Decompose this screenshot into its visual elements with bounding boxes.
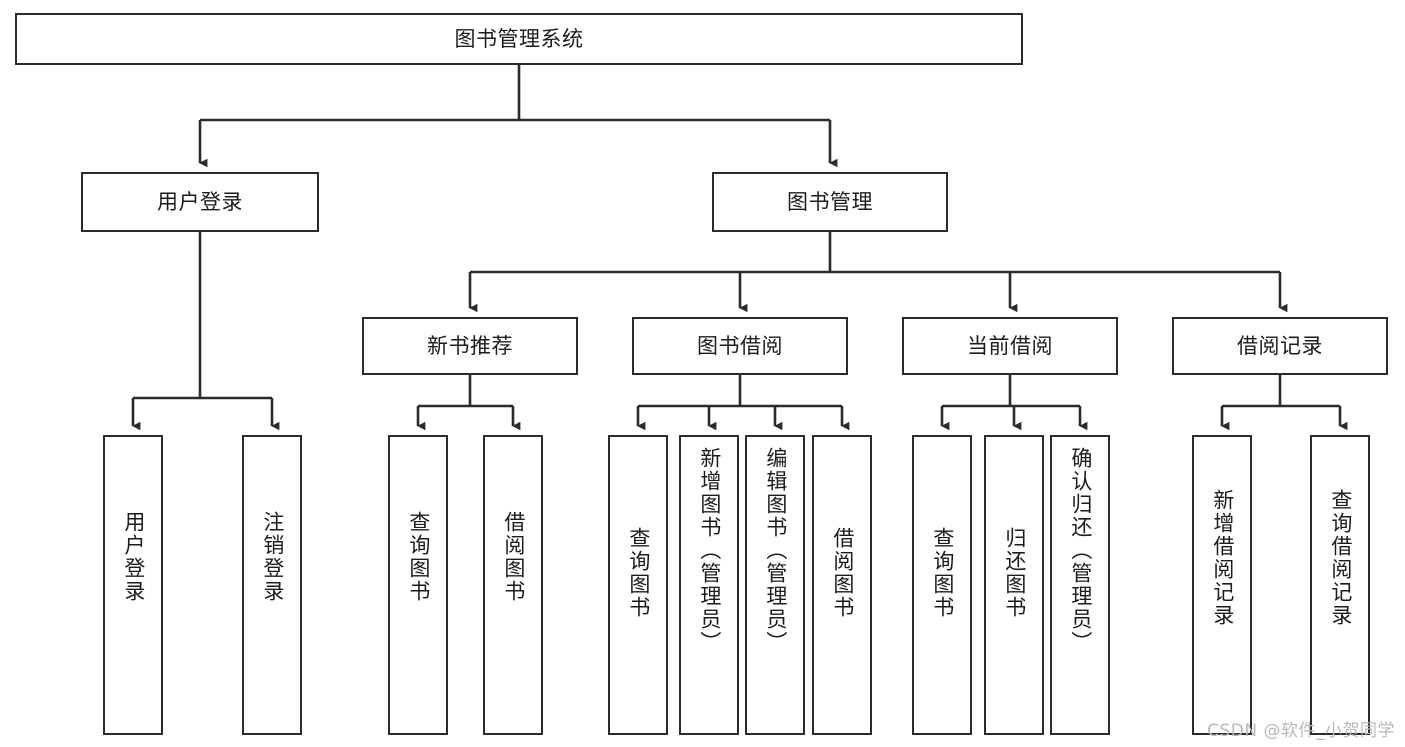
node-new-book-rec[interactable]: 新书推荐 xyxy=(362,317,578,375)
node-leaf-confirm-return-label: 确认归还（管理员） xyxy=(1068,447,1093,654)
node-root-label: 图书管理系统 xyxy=(454,26,584,51)
node-leaf-query-book-3-label: 查询图书 xyxy=(930,527,955,619)
node-new-book-rec-label: 新书推荐 xyxy=(427,333,513,358)
node-leaf-borrow-book-1[interactable]: 借阅图书 xyxy=(483,435,543,735)
node-leaf-borrow-book-2-label: 借阅图书 xyxy=(830,527,855,619)
node-leaf-query-book-1-label: 查询图书 xyxy=(406,511,431,603)
node-leaf-query-record-label: 查询借阅记录 xyxy=(1328,489,1353,627)
node-leaf-user-login[interactable]: 用户登录 xyxy=(103,435,163,735)
watermark-text: CSDN @软件_小贺同学 xyxy=(1207,721,1395,741)
node-current-borrow-label: 当前借阅 xyxy=(967,333,1053,358)
node-book-manage[interactable]: 图书管理 xyxy=(712,172,948,232)
node-leaf-add-record[interactable]: 新增借阅记录 xyxy=(1192,435,1252,735)
node-root[interactable]: 图书管理系统 xyxy=(15,13,1023,65)
node-leaf-borrow-book-2[interactable]: 借阅图书 xyxy=(812,435,872,735)
node-book-manage-label: 图书管理 xyxy=(787,189,873,214)
node-leaf-query-book-1[interactable]: 查询图书 xyxy=(388,435,448,735)
node-leaf-confirm-return[interactable]: 确认归还（管理员） xyxy=(1050,435,1110,735)
node-leaf-query-book-3[interactable]: 查询图书 xyxy=(912,435,972,735)
node-leaf-user-logout[interactable]: 注销登录 xyxy=(242,435,302,735)
node-leaf-return-book-label: 归还图书 xyxy=(1002,527,1027,619)
node-book-borrow[interactable]: 图书借阅 xyxy=(632,317,848,375)
node-user-login-label: 用户登录 xyxy=(157,189,243,214)
node-borrow-record-label: 借阅记录 xyxy=(1237,333,1323,358)
node-leaf-add-record-label: 新增借阅记录 xyxy=(1210,489,1235,627)
node-leaf-user-login-label: 用户登录 xyxy=(121,511,146,603)
node-borrow-record[interactable]: 借阅记录 xyxy=(1172,317,1388,375)
node-leaf-edit-book[interactable]: 编辑图书（管理员） xyxy=(745,435,805,735)
node-leaf-return-book[interactable]: 归还图书 xyxy=(984,435,1044,735)
node-leaf-query-record[interactable]: 查询借阅记录 xyxy=(1310,435,1370,735)
node-leaf-add-book[interactable]: 新增图书（管理员） xyxy=(679,435,739,735)
node-leaf-user-logout-label: 注销登录 xyxy=(260,511,285,603)
node-current-borrow[interactable]: 当前借阅 xyxy=(902,317,1118,375)
node-leaf-query-book-2-label: 查询图书 xyxy=(626,527,651,619)
node-leaf-query-book-2[interactable]: 查询图书 xyxy=(608,435,668,735)
node-leaf-borrow-book-1-label: 借阅图书 xyxy=(501,511,526,603)
node-user-login[interactable]: 用户登录 xyxy=(81,172,319,232)
node-leaf-edit-book-label: 编辑图书（管理员） xyxy=(763,447,788,654)
node-leaf-add-book-label: 新增图书（管理员） xyxy=(697,447,722,654)
node-book-borrow-label: 图书借阅 xyxy=(697,333,783,358)
